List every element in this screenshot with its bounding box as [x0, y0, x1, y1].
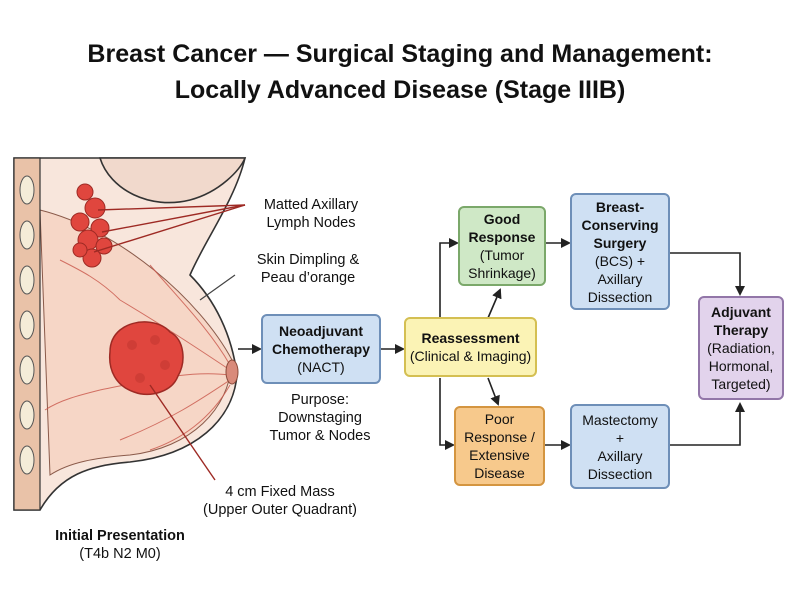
nact-purpose-line-2: Downstaging	[278, 410, 362, 426]
title-line-2: Locally Advanced Disease (Stage IIIB)	[174, 76, 626, 104]
adjuvant-title-line-1: Adjuvant	[711, 304, 771, 320]
tumor-texture	[127, 335, 170, 383]
skin-leader	[199, 274, 236, 301]
reassessment-sub: (Clinical & Imaging)	[409, 348, 532, 364]
nact-sub: (NACT)	[297, 359, 345, 375]
poor-response-line-2: Response /	[464, 429, 535, 445]
mass-label: 4 cm Fixed Mass (Upper Outer Quadrant)	[195, 483, 365, 519]
nact-title-line-1: Neoadjuvant	[278, 323, 363, 339]
good-response-line-1: Good	[483, 211, 521, 227]
good-response-box: Good Response (Tumor Shrinkage)	[458, 206, 546, 286]
lymph-nodes-label-line-2: Lymph Nodes	[266, 215, 356, 231]
good-response-sub-2: Shrinkage)	[468, 265, 536, 281]
mass-label-line-1: 4 cm Fixed Mass	[225, 484, 335, 500]
lymph-nodes-label: Matted Axillary Lymph Nodes	[246, 196, 376, 232]
ribs	[19, 175, 35, 475]
adjuvant-box: Adjuvant Therapy (Radiation, Hormonal, T…	[698, 296, 784, 400]
page-title: Breast Cancer — Surgical Staging and Man…	[0, 36, 800, 108]
flow-arrows	[238, 238, 745, 450]
nact-purpose-line-1: Purpose:	[290, 392, 350, 408]
bcs-sub-1: (BCS) +	[594, 252, 646, 269]
adjuvant-sub-1: (Radiation,	[707, 340, 775, 356]
poor-response-line-1: Poor	[484, 411, 515, 427]
adjuvant-sub-2: Hormonal,	[708, 358, 774, 374]
bcs-box: Breast- Conserving Surgery (BCS) + Axill…	[570, 193, 670, 310]
bcs-title-line-2: Conserving	[581, 216, 659, 233]
nact-box: Neoadjuvant Chemotherapy (NACT)	[261, 314, 381, 384]
tumor-mass	[108, 321, 184, 396]
nact-purpose-line-3: Tumor & Nodes	[269, 428, 371, 444]
poor-response-line-4: Disease	[474, 465, 525, 481]
presentation-title: Initial Presentation	[55, 528, 185, 544]
skin-dimpling-label: Skin Dimpling & Peau d’orange	[238, 251, 378, 287]
nipple	[225, 359, 239, 385]
mastectomy-line-3: Axillary	[597, 447, 643, 464]
bcs-title-line-3: Surgery	[593, 234, 647, 251]
mastectomy-line-4: Dissection	[587, 465, 653, 482]
presentation-stage: (T4b N2 M0)	[79, 546, 161, 562]
bcs-sub-2: Axillary	[597, 270, 643, 287]
mass-label-line-2: (Upper Outer Quadrant)	[203, 502, 357, 518]
poor-response-line-3: Extensive	[469, 447, 530, 463]
mastectomy-line-2: +	[615, 429, 625, 446]
mastectomy-box: Mastectomy + Axillary Dissection	[570, 404, 670, 489]
adjuvant-sub-3: Targeted)	[711, 376, 771, 392]
lymph-nodes-label-line-1: Matted Axillary	[263, 197, 359, 213]
good-response-sub-1: (Tumor	[479, 247, 525, 263]
good-response-line-2: Response	[468, 229, 536, 245]
poor-response-box: Poor Response / Extensive Disease	[454, 406, 545, 486]
skin-label-line-2: Peau d’orange	[260, 270, 356, 286]
title-line-1: Breast Cancer — Surgical Staging and Man…	[87, 40, 713, 68]
initial-presentation-label: Initial Presentation (T4b N2 M0)	[40, 527, 200, 563]
reassessment-title: Reassessment	[421, 330, 520, 346]
bcs-title-line-1: Breast-	[595, 198, 645, 215]
skin-label-line-1: Skin Dimpling &	[256, 252, 360, 268]
adjuvant-title-line-2: Therapy	[713, 322, 769, 338]
mastectomy-line-1: Mastectomy	[582, 411, 658, 428]
leader-lines	[93, 204, 246, 481]
nact-purpose: Purpose: Downstaging Tumor & Nodes	[255, 391, 385, 445]
reassessment-box: Reassessment (Clinical & Imaging)	[404, 317, 537, 377]
nact-title-line-2: Chemotherapy	[271, 341, 371, 357]
arm-contour	[98, 157, 247, 204]
bcs-sub-3: Dissection	[587, 288, 653, 305]
